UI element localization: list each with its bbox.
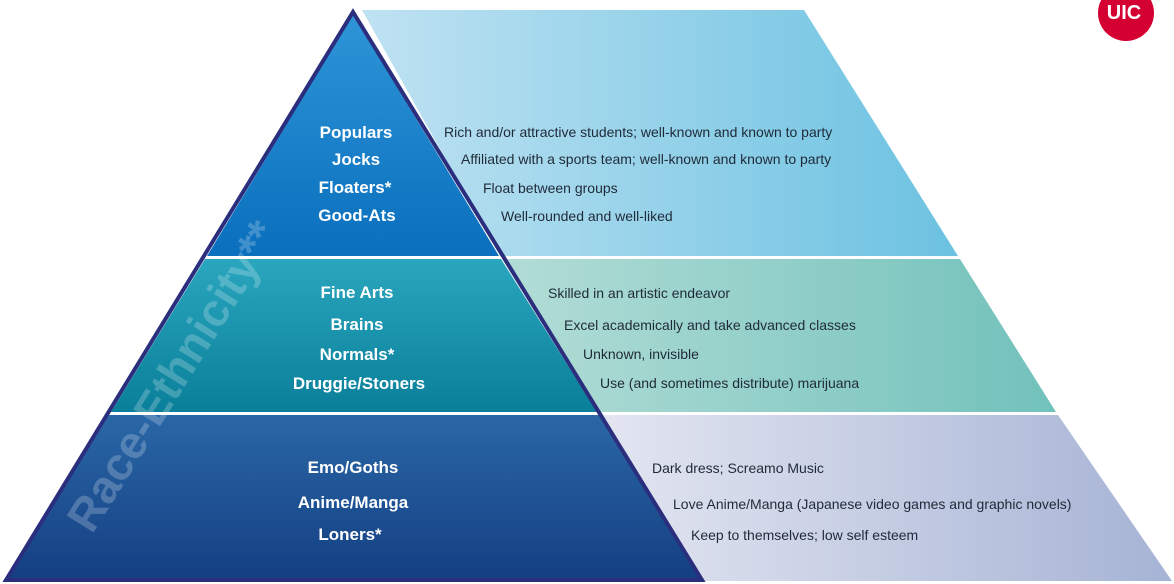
tier-description: Skilled in an artistic endeavor — [548, 285, 730, 301]
tier-description: Affiliated with a sports team; well-know… — [461, 151, 831, 167]
tier-2-descriptions: Skilled in an artistic endeavor Excel ac… — [548, 285, 859, 391]
uic-logo-text: UIC — [1107, 2, 1141, 24]
tier-2-labels: Fine Arts Brains Normals* Druggie/Stoner… — [293, 283, 425, 393]
tier-1-descriptions: Rich and/or attractive students; well-kn… — [444, 124, 832, 224]
uic-logo: UIC — [1098, 0, 1154, 41]
tier3-description-band — [600, 415, 1172, 581]
tier-label: Anime/Manga — [298, 493, 409, 512]
tier-label: Good-Ats — [318, 206, 395, 225]
tier-3-descriptions: Dark dress; Screamo Music Love Anime/Man… — [652, 460, 1071, 543]
tier-description: Unknown, invisible — [583, 346, 699, 362]
tier1-description-band — [362, 10, 958, 256]
tier-label: Normals* — [320, 345, 395, 364]
tier-description: Excel academically and take advanced cla… — [564, 317, 856, 333]
tier-label: Jocks — [332, 150, 380, 169]
tier-label: Populars — [320, 123, 393, 142]
tier2-front — [111, 259, 597, 412]
tier-1-labels: Populars Jocks Floaters* Good-Ats — [318, 123, 395, 225]
tier-description: Love Anime/Manga (Japanese video games a… — [673, 496, 1071, 512]
tier-description: Well-rounded and well-liked — [501, 208, 673, 224]
tier-label: Druggie/Stoners — [293, 374, 425, 393]
tier-label: Floaters* — [319, 178, 392, 197]
uic-logo-circle — [1098, 0, 1154, 41]
tier-description: Use (and sometimes distribute) marijuana — [600, 375, 859, 391]
tier1-front — [207, 14, 499, 256]
tier-description: Dark dress; Screamo Music — [652, 460, 824, 476]
tier-description: Float between groups — [483, 180, 618, 196]
tier2-description-band — [502, 259, 1056, 412]
tier-description: Rich and/or attractive students; well-kn… — [444, 124, 832, 140]
tier-label: Loners* — [318, 525, 382, 544]
tier-3-labels: Emo/Goths Anime/Manga Loners* — [298, 458, 409, 544]
tier-label: Emo/Goths — [308, 458, 399, 477]
tier-label: Brains — [331, 315, 384, 334]
tier-description: Keep to themselves; low self esteem — [691, 527, 918, 543]
tier3-front — [8, 415, 700, 579]
tier-label: Fine Arts — [320, 283, 393, 302]
pyramid-outline — [2, 8, 706, 582]
